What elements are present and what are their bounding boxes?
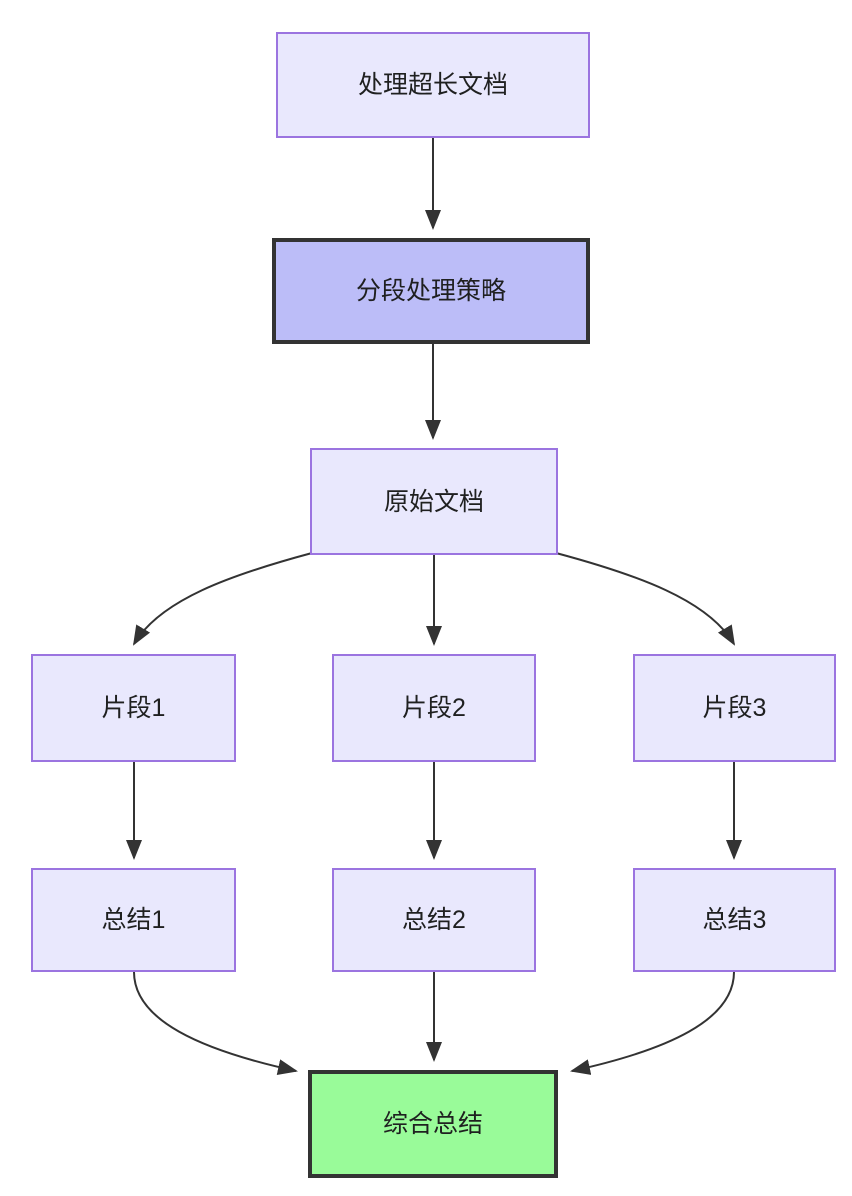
edge-source-to-chunk3 <box>555 552 736 646</box>
node-summary-1[interactable]: 总结1 <box>31 868 236 972</box>
node-strategy[interactable]: 分段处理策略 <box>272 238 590 344</box>
node-root[interactable]: 处理超长文档 <box>276 32 590 138</box>
edge-sum3-to-final <box>570 971 735 1075</box>
node-summary-3[interactable]: 总结3 <box>633 868 836 972</box>
node-source[interactable]: 原始文档 <box>310 448 558 555</box>
edge-sum1-to-final <box>133 971 298 1075</box>
node-chunk-3-label: 片段3 <box>702 694 767 722</box>
node-strategy-label: 分段处理策略 <box>355 277 506 305</box>
node-summary-3-label: 总结3 <box>702 906 767 934</box>
node-final-summary[interactable]: 综合总结 <box>308 1070 558 1178</box>
node-root-label: 处理超长文档 <box>357 71 508 99</box>
node-chunk-3[interactable]: 片段3 <box>633 654 836 762</box>
node-chunk-2[interactable]: 片段2 <box>332 654 536 762</box>
edge-source-to-chunk1 <box>132 552 313 646</box>
node-chunk-2-label: 片段2 <box>402 694 466 722</box>
node-summary-2[interactable]: 总结2 <box>332 868 536 972</box>
node-source-label: 原始文档 <box>383 487 484 516</box>
node-chunk-1-label: 片段1 <box>101 694 166 722</box>
node-summary-1-label: 总结1 <box>101 906 166 934</box>
node-chunk-1[interactable]: 片段1 <box>31 654 236 762</box>
node-final-summary-label: 综合总结 <box>382 1110 483 1138</box>
node-summary-2-label: 总结2 <box>402 906 466 934</box>
